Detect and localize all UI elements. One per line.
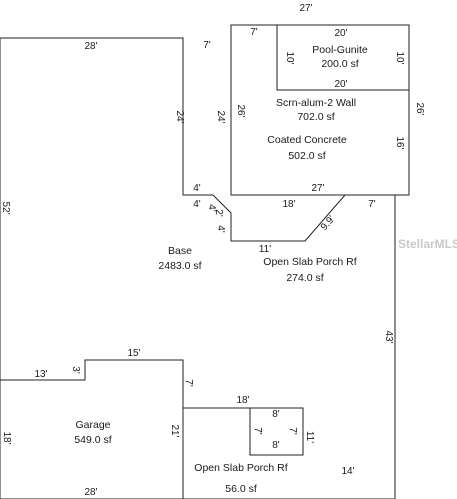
dim-porch-right-top: 7' (368, 199, 376, 210)
dim-garage-left: 18' (1, 431, 12, 444)
dim-porch2-box-bottom: 8' (272, 440, 280, 451)
dim-right-side: 43' (383, 330, 394, 343)
dim-garage-step-v: 3' (70, 366, 81, 374)
dim-step-4c: 4' (215, 225, 226, 233)
dim-step-2: 2' (213, 209, 224, 217)
coated-area: 502.0 sf (288, 150, 325, 162)
dim-notch-top: 7' (203, 40, 211, 51)
garage-area: 549.0 sf (74, 434, 111, 446)
dim-porch2-box-right: 7' (287, 427, 298, 435)
dim-porch2-right: 11' (304, 431, 315, 443)
dim-porch2-box-left: 7' (252, 427, 263, 435)
dim-pool-right: 10' (394, 51, 405, 64)
dim-porch2-bottom: 14' (341, 466, 354, 477)
dim-garage-right: 21' (169, 424, 180, 437)
dim-pool-top: 20' (334, 28, 347, 39)
dim-garage-bottom: 28' (84, 487, 97, 498)
lower-porch-outline (183, 407, 304, 456)
dim-screen-left: 26' (235, 104, 246, 117)
base-area: 2483.0 sf (158, 260, 201, 272)
pool-outline (276, 24, 410, 91)
porch1-label: Open Slab Porch Rf (263, 256, 356, 268)
dim-screen-right: 26' (414, 102, 425, 115)
dim-top-left: 28' (84, 41, 97, 52)
dim-base-left: 52' (0, 201, 11, 214)
screen-area: 702.0 sf (297, 111, 334, 123)
garage-label: Garage (75, 419, 110, 431)
dim-porch-bottom: 11' (259, 244, 271, 255)
dim-porch2-box-top: 8' (272, 409, 280, 420)
dim-screen-bottom: 27' (311, 183, 324, 194)
base-outline (0, 37, 396, 499)
dim-screen-left-inner: 24' (215, 110, 226, 123)
porch2-area: 56.0 sf (225, 483, 257, 495)
watermark: StellarMLS (398, 237, 457, 251)
dim-porch-top: 18' (282, 199, 295, 210)
dim-step-4b: 4' (206, 204, 217, 212)
garage-outline (0, 359, 184, 499)
dim-garage-step-h: 13' (34, 369, 47, 380)
porch2-label: Open Slab Porch Rf (194, 462, 287, 474)
dim-garage-right-v: 7' (183, 379, 194, 387)
pool-area: 200.0 sf (321, 58, 358, 70)
dim-notch-left: 24' (174, 110, 185, 123)
dim-top-overall: 27' (299, 3, 312, 14)
dim-porch-diag: 9.9' (319, 214, 338, 233)
dim-notch-bottom: 4' (193, 183, 201, 194)
coated-label: Coated Concrete (267, 134, 347, 146)
dim-pool-left: 10' (284, 51, 295, 64)
base-label: Base (168, 245, 192, 257)
dim-step-4a: 4' (193, 199, 201, 210)
dim-coated-right: 16' (394, 136, 405, 149)
dim-garage-top: 15' (127, 348, 140, 359)
pool-label: Pool-Gunite (312, 44, 368, 56)
dim-screen-top-left: 7' (250, 27, 258, 38)
dim-porch2-top: 18' (236, 395, 249, 406)
porch1-area: 274.0 sf (286, 272, 323, 284)
dim-pool-bottom: 20' (334, 79, 347, 90)
screen-label: Scrn-alum-2 Wall (276, 97, 356, 109)
